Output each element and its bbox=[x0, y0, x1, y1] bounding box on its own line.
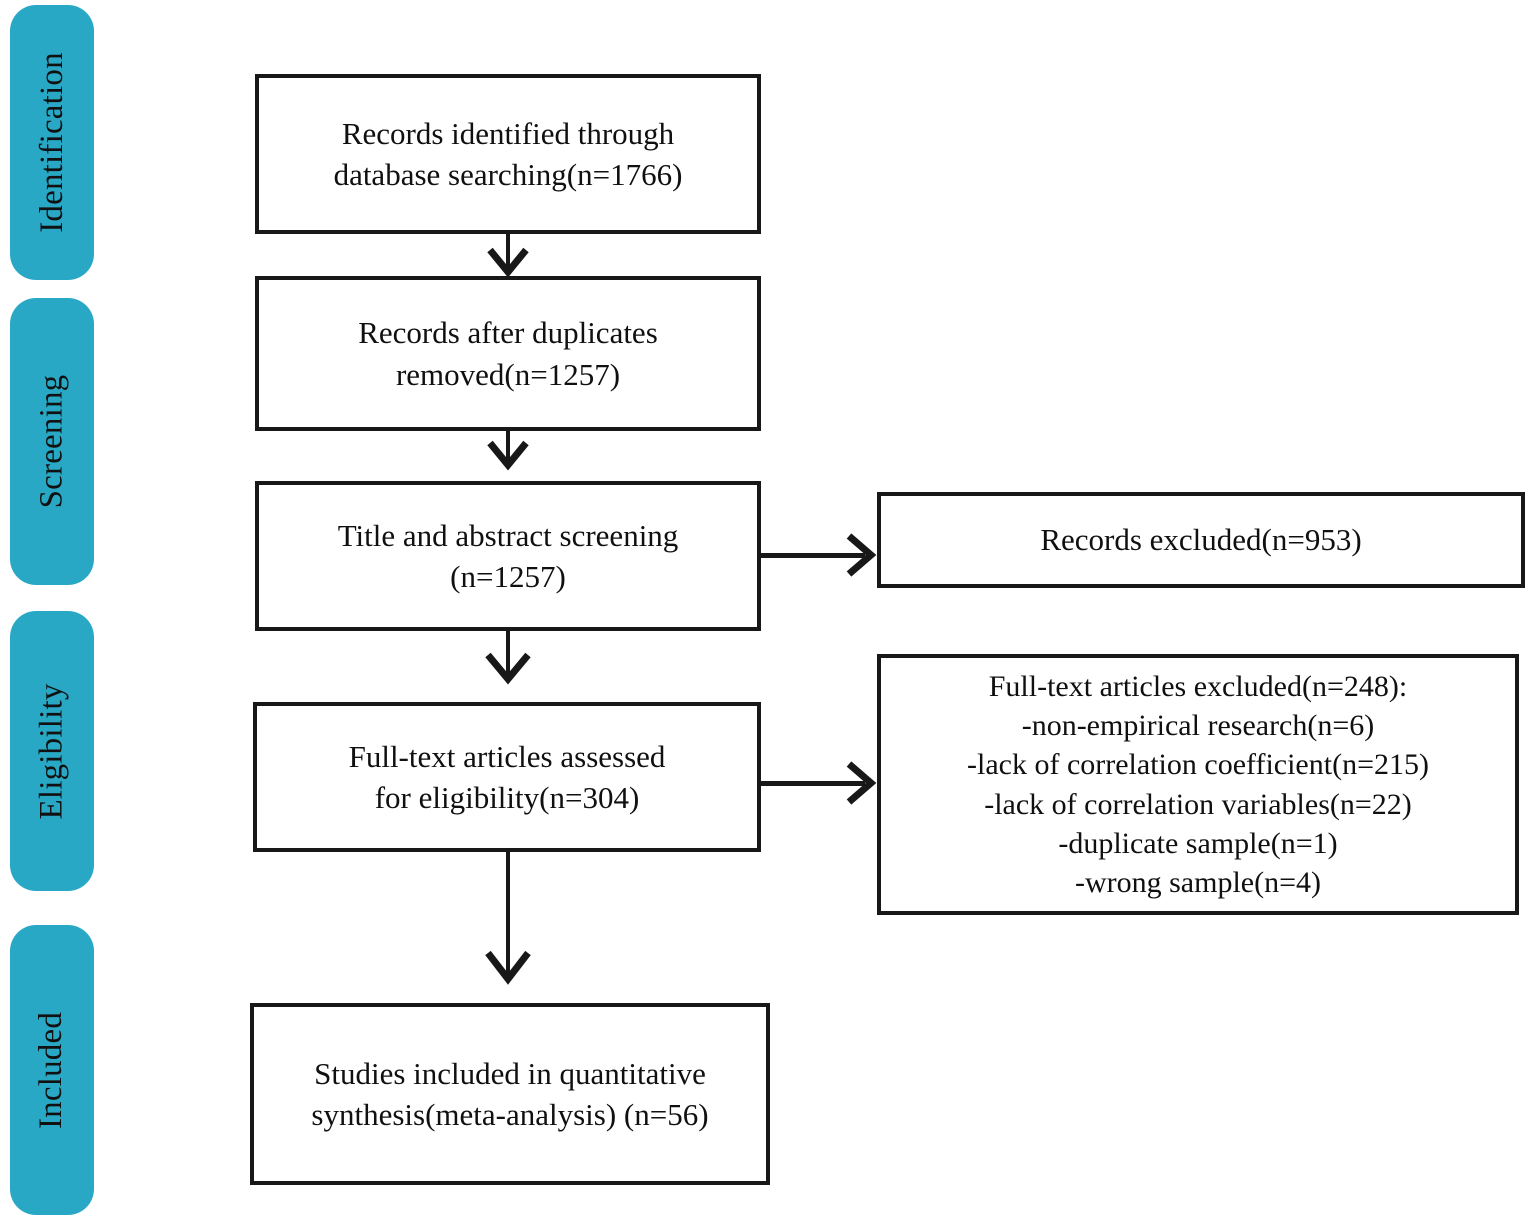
connector-screened-to-fulltext bbox=[506, 631, 510, 677]
box-studies-included: Studies included in quantitative synthes… bbox=[250, 1003, 770, 1185]
box-fulltext-assessed: Full-text articles assessed for eligibil… bbox=[253, 702, 761, 852]
box-records-after-duplicates: Records after duplicates removed(n=1257) bbox=[255, 276, 761, 431]
box-studies-included-text: Studies included in quantitative synthes… bbox=[311, 1055, 709, 1132]
stage-label-included: Included bbox=[33, 1011, 70, 1129]
box-title-abstract-screening: Title and abstract screening (n=1257) bbox=[255, 481, 761, 631]
stage-badge-screening: Screening bbox=[10, 298, 94, 585]
box-records-identified-text: Records identified through database sear… bbox=[333, 115, 683, 192]
stage-label-screening: Screening bbox=[33, 374, 70, 509]
connector-screened-to-records-excluded bbox=[761, 553, 865, 558]
connector-fulltext-to-included bbox=[506, 852, 510, 975]
stage-badge-included: Included bbox=[10, 925, 94, 1215]
connector-deduped-to-screened bbox=[506, 431, 510, 463]
box-title-abstract-screening-text: Title and abstract screening (n=1257) bbox=[337, 517, 679, 594]
stage-badge-identification: Identification bbox=[10, 5, 94, 280]
box-fulltext-excluded-text: Full-text articles excluded(n=248): -non… bbox=[967, 669, 1429, 900]
connector-identified-to-deduped bbox=[506, 234, 510, 270]
connector-fulltext-to-fulltext-excluded bbox=[761, 781, 865, 786]
stage-label-identification: Identification bbox=[33, 52, 70, 233]
stage-label-eligibility: Eligibility bbox=[33, 682, 70, 820]
stage-badge-eligibility: Eligibility bbox=[10, 611, 94, 891]
box-fulltext-assessed-text: Full-text articles assessed for eligibil… bbox=[348, 738, 666, 815]
box-records-excluded: Records excluded(n=953) bbox=[877, 492, 1525, 588]
box-fulltext-excluded: Full-text articles excluded(n=248): -non… bbox=[877, 654, 1519, 915]
box-records-after-duplicates-text: Records after duplicates removed(n=1257) bbox=[358, 315, 658, 392]
box-records-excluded-text: Records excluded(n=953) bbox=[1040, 522, 1362, 558]
box-records-identified: Records identified through database sear… bbox=[255, 74, 761, 234]
